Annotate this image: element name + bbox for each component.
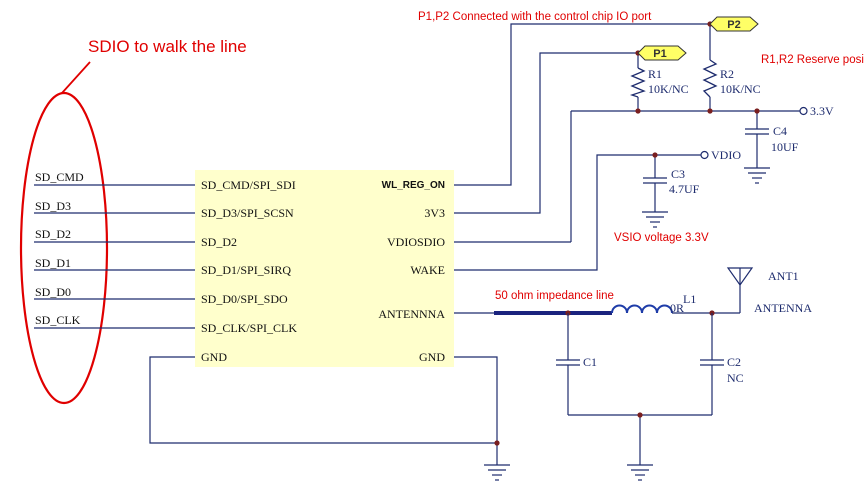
junction-c3 [652,152,658,158]
c3-ref: C3 [671,167,685,181]
c3-value: 4.7UF [669,182,700,196]
pin-sd-clk: SD_CLK/SPI_CLK [201,321,297,335]
ground-loop [149,356,498,465]
signal-label-sd-d2: SD_D2 [35,227,71,241]
label-vdio: VDIO [711,148,741,162]
ant-ref: ANT1 [768,269,799,283]
r2-ref: R2 [720,67,734,81]
signal-label-sd-d3: SD_D3 [35,199,71,213]
flag-p2-label: P2 [727,19,740,31]
c2-value: NC [727,371,744,385]
sdio-highlight-ellipse [19,91,109,405]
ground-symbol-main [484,464,510,481]
pin-gnd-right: GND [419,350,445,364]
capacitor-c4 [745,128,769,135]
ground-symbol-c3 [642,211,668,228]
capacitor-c1 [556,359,580,366]
pin-sd-d0: SD_D0/SPI_SDO [201,292,288,306]
junction-c4 [754,108,760,114]
resistor-r1 [629,67,646,98]
pin-3v3: 3V3 [424,206,445,220]
sdio-annotation-leader [61,61,91,94]
resistor-r2 [702,59,718,98]
vsio-annotation: VSIO voltage 3.3V [614,232,709,244]
l1-ref: L1 [683,292,696,306]
junction-pi-gnd [637,412,643,418]
pin-wake: WAKE [410,263,445,277]
capacitor-c3 [643,177,667,184]
impedance-annotation: 50 ohm impedance line [495,290,614,302]
pin-gnd-left: GND [201,350,227,364]
sdio-annotation: SDIO to walk the line [88,37,247,56]
pi-network-wires [567,313,713,465]
flag-p1-label: P1 [653,48,666,60]
c1-ref: C1 [583,355,597,369]
c4-ref: C4 [773,124,787,138]
ground-symbol-pi [627,464,653,481]
junction-r2 [707,108,713,114]
pin-vdiosdio: VDIOSDIO [387,235,445,249]
flag-p1 [637,45,687,61]
signal-lines [34,184,195,329]
flag-p2 [709,16,759,32]
r1r2-annotation: R1,R2 Reserve position [761,54,864,66]
ground-symbol-c4 [744,167,770,184]
signal-label-sd-d0: SD_D0 [35,285,71,299]
junction-gnd [494,440,500,446]
c4-value: 10UF [771,140,799,154]
terminal-vdio [700,150,709,160]
pin-sd-d1: SD_D1/SPI_SIRQ [201,263,291,277]
signal-label-sd-d1: SD_D1 [35,256,71,270]
pin-antenna: ANTENNNA [378,307,445,321]
signal-label-sd-cmd: SD_CMD [35,170,84,184]
r1-ref: R1 [648,67,662,81]
antenna-symbol [726,267,754,313]
chip-body [195,170,454,367]
label-3v3: 3.3V [810,104,834,118]
p1p2-annotation: P1,P2 Connected with the control chip IO… [418,11,652,23]
pin-sd-d2: SD_D2 [201,235,237,249]
junction-r1 [635,108,641,114]
ant-name: ANTENNA [754,301,812,315]
capacitor-c2 [700,359,724,366]
c2-ref: C2 [727,355,741,369]
r1-value: 10K/NC [648,82,689,96]
pin-sd-d3: SD_D3/SPI_SCSN [201,206,294,220]
r2-value: 10K/NC [720,82,761,96]
pin-wl-reg-on: WL_REG_ON [382,180,445,191]
l1-value: 0R [670,301,684,315]
signal-label-sd-clk: SD_CLK [35,313,81,327]
pin-sd-cmd: SD_CMD/SPI_SDI [201,178,296,192]
inductor-l1 [611,304,673,314]
terminal-3v3 [799,106,808,116]
